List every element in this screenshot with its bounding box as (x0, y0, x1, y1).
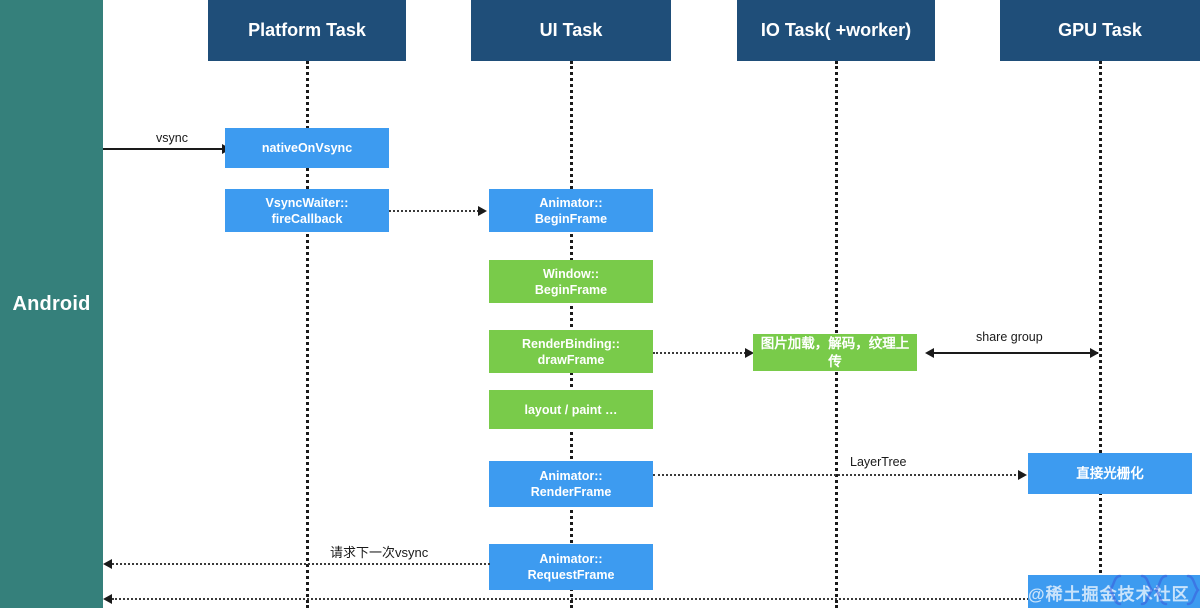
node-animator-render-frame[interactable]: Animator:: RenderFrame (489, 461, 653, 507)
node-vsync-waiter-fire-callback[interactable]: VsyncWaiter:: fireCallback (225, 189, 389, 232)
node-label: Window:: BeginFrame (534, 266, 608, 297)
connector-request-next-vsync-arrowhead (103, 559, 112, 569)
connector-bottom-return-line (112, 598, 1197, 600)
node-native-on-vsync[interactable]: nativeOnVsync (225, 128, 389, 168)
connector-fire-callback-to-begin-frame-line (389, 210, 479, 212)
node-watermark-box (1028, 575, 1200, 608)
connector-share-group-label: share group (976, 330, 1043, 344)
column-header-label: GPU Task (1058, 20, 1142, 40)
node-label: nativeOnVsync (261, 141, 353, 155)
column-header-ui-task: UI Task (471, 0, 671, 61)
node-image-load-decode-upload[interactable]: 图片加载，解码，纹理上传 (753, 334, 917, 371)
connector-draw-frame-to-io-arrowhead (745, 348, 754, 358)
node-animator-request-frame[interactable]: Animator:: RequestFrame (489, 544, 653, 590)
node-window-begin-frame[interactable]: Window:: BeginFrame (489, 260, 653, 303)
platform-band-android: Android (0, 0, 103, 608)
column-header-label: Platform Task (248, 20, 366, 40)
connector-fire-callback-to-begin-frame-arrowhead (478, 206, 487, 216)
lifeline-platform-task (306, 61, 309, 608)
connector-bottom-return-arrowhead (103, 594, 112, 604)
column-header-platform-task: Platform Task (208, 0, 406, 61)
connector-vsync-label: vsync (156, 131, 188, 145)
connector-layer-tree-line (653, 474, 1020, 476)
node-label: 图片加载，解码，纹理上传 (760, 336, 910, 369)
column-header-gpu-task: GPU Task (1000, 0, 1200, 61)
connector-vsync-line (103, 148, 225, 150)
connector-share-group-arrowhead-right (1090, 348, 1099, 358)
node-animator-begin-frame[interactable]: Animator:: BeginFrame (489, 189, 653, 232)
node-label: layout / paint … (524, 402, 618, 417)
node-render-binding-draw-frame[interactable]: RenderBinding:: drawFrame (489, 330, 653, 373)
connector-draw-frame-to-io-line (653, 352, 746, 354)
connector-share-group-line (930, 352, 1098, 354)
column-header-io-task: IO Task( +worker) (737, 0, 935, 61)
node-label: Animator:: RenderFrame (530, 469, 612, 499)
connector-request-next-vsync-line (112, 563, 490, 565)
connector-request-next-vsync-label: 请求下一次vsync (330, 545, 429, 560)
node-label: Animator:: RequestFrame (527, 552, 615, 582)
connector-share-group-arrowhead-left (925, 348, 934, 358)
node-label: RenderBinding:: drawFrame (522, 336, 620, 367)
column-header-label: UI Task (539, 20, 603, 40)
node-label: VsyncWaiter:: fireCallback (265, 195, 349, 226)
node-label: Animator:: BeginFrame (534, 195, 608, 226)
connector-layer-tree-arrowhead (1018, 470, 1027, 480)
connector-layer-tree-label: LayerTree (850, 455, 907, 469)
lifeline-gpu-task (1099, 61, 1102, 608)
node-label: 直接光栅化 (1076, 465, 1144, 481)
platform-band-label: Android (12, 292, 91, 315)
column-header-label: IO Task( +worker) (760, 20, 912, 40)
node-direct-rasterize[interactable]: 直接光栅化 (1028, 453, 1192, 494)
node-layout-paint[interactable]: layout / paint … (489, 390, 653, 429)
